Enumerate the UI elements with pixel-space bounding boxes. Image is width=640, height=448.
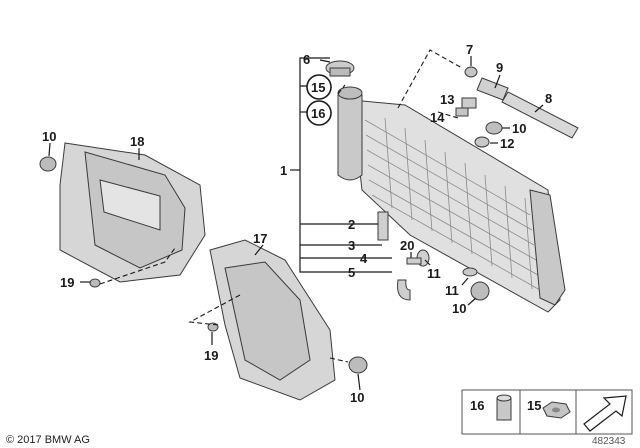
arrow-icon	[583, 395, 627, 432]
callout-13: 13	[440, 92, 454, 107]
circle-callouts	[306, 74, 332, 126]
shroud-18	[59, 142, 206, 283]
callout-2: 2	[348, 217, 355, 232]
callout-8: 8	[545, 91, 552, 106]
small-parts	[455, 97, 503, 148]
grommet-10-left	[39, 156, 57, 172]
callout-5: 5	[348, 265, 355, 280]
document-number: 482343	[592, 436, 626, 447]
callout-17: 17	[253, 231, 267, 246]
callout-4: 4	[360, 251, 368, 266]
legend-label-15: 15	[527, 398, 541, 413]
callout-7: 7	[466, 42, 473, 57]
hex-nut-icon	[542, 401, 571, 419]
callout-16: 16	[311, 106, 325, 121]
callout-11-upper: 11	[427, 266, 441, 281]
callout-10-right: 10	[512, 121, 526, 136]
legend-label-16: 16	[470, 398, 484, 413]
callout-10-bottom: 10	[350, 390, 364, 405]
sensor-assembly	[464, 66, 579, 139]
callout-15: 15	[311, 80, 325, 95]
sleeve-icon	[496, 394, 512, 421]
shroud-17	[209, 239, 336, 401]
callout-10-left: 10	[42, 129, 56, 144]
callout-1: 1	[280, 163, 287, 178]
legend-box	[461, 389, 633, 435]
callout-19-bottom: 19	[204, 348, 218, 363]
callout-20: 20	[400, 238, 414, 253]
cap-6	[325, 60, 355, 77]
radiator	[337, 86, 566, 313]
callout-3: 3	[348, 238, 355, 253]
leader-lines	[48, 49, 544, 391]
lower-parts	[406, 249, 490, 301]
copyright: © 2017 BMW AG	[6, 434, 90, 446]
screws-19	[89, 278, 219, 332]
callout-10-lower: 10	[452, 301, 466, 316]
callout-11-lower: 11	[445, 283, 459, 298]
callout-14: 14	[430, 110, 445, 125]
callout-19-left: 19	[60, 275, 74, 290]
callout-18: 18	[130, 134, 144, 149]
callout-12: 12	[500, 136, 514, 151]
callout-9: 9	[496, 60, 503, 75]
callout-6: 6	[303, 52, 310, 67]
grommet-10-bottom	[348, 356, 368, 374]
